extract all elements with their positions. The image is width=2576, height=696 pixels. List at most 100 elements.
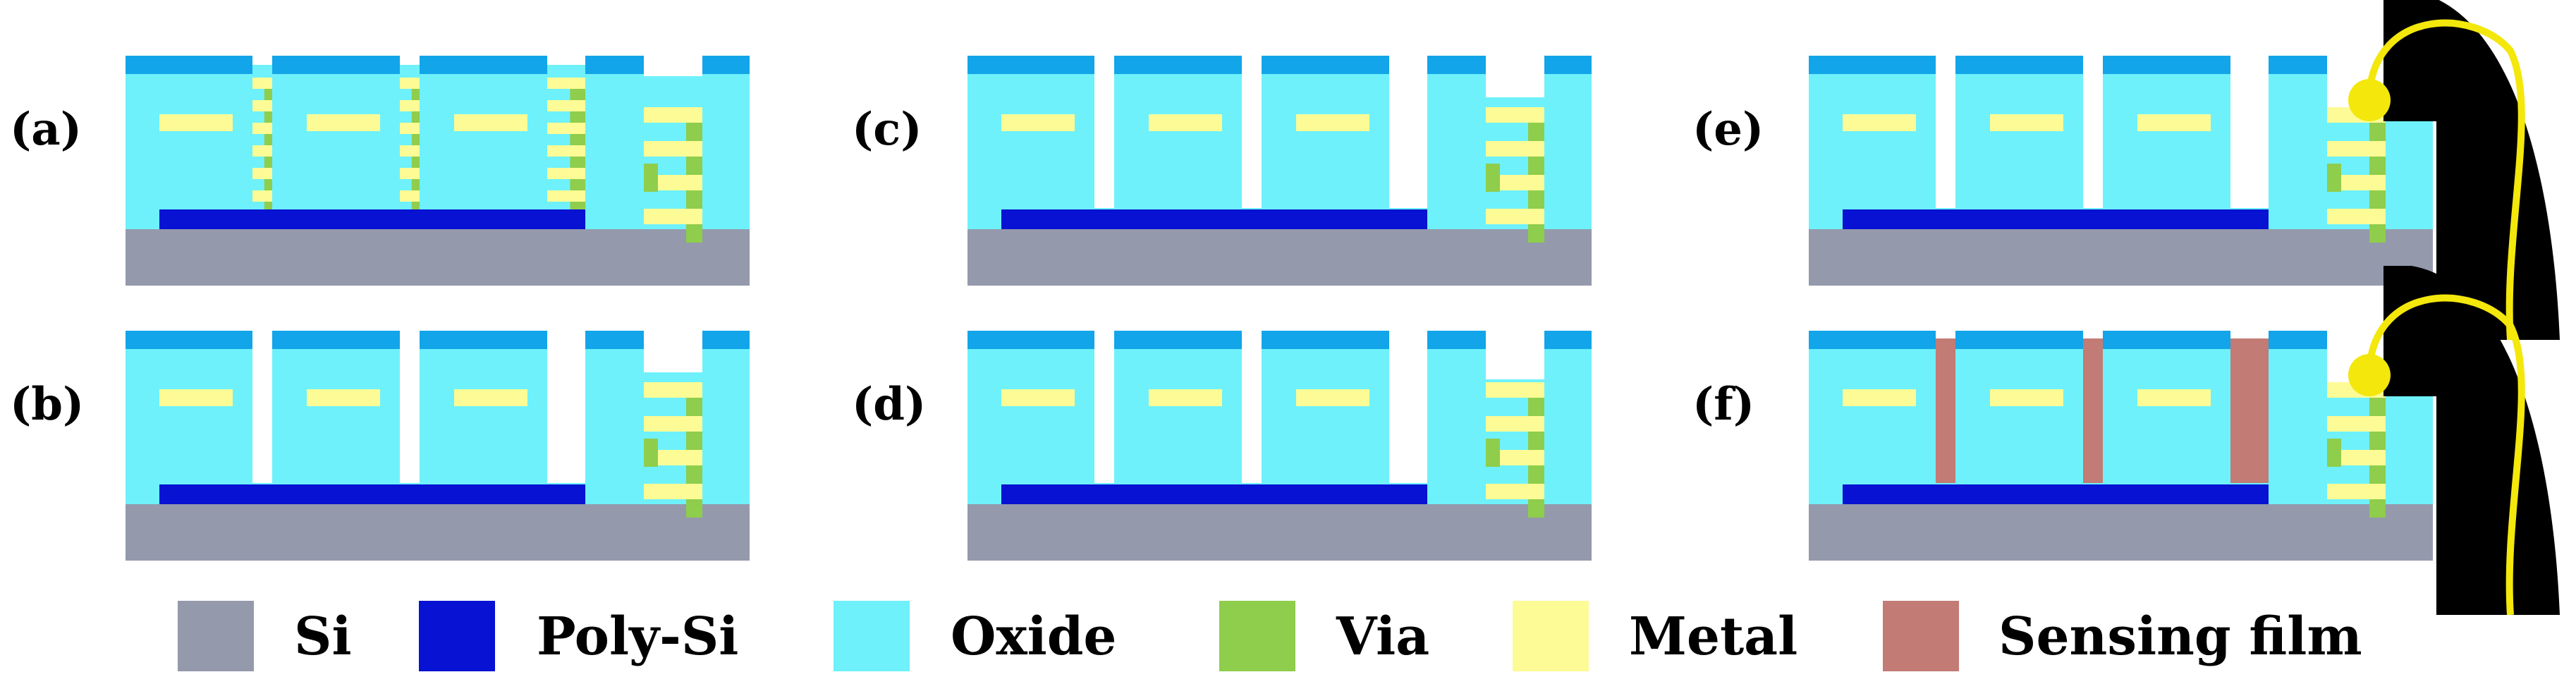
via-stack-metal [400, 123, 420, 134]
passivation-cap [1262, 56, 1389, 74]
contact-via [686, 432, 702, 450]
passivation-cap [1114, 56, 1242, 74]
contact-via [686, 123, 702, 141]
si-substrate [1809, 229, 2433, 286]
contact-metal [644, 209, 702, 224]
trench-opening [1242, 338, 1262, 483]
trench-opening [1094, 63, 1114, 208]
via-stack-via [411, 157, 420, 168]
contact-via [686, 224, 702, 243]
via-stack-metal [252, 190, 272, 202]
passivation-cap [272, 56, 400, 74]
contact-metal [2327, 141, 2386, 157]
cross-section-a [126, 55, 750, 286]
metal-line [2137, 389, 2211, 406]
contact-via-left [644, 439, 658, 467]
metal-line [1149, 389, 1222, 406]
via-stack-metal [547, 190, 585, 202]
sensing-film [2230, 338, 2269, 483]
trench-opening [252, 338, 272, 483]
contact-via [686, 157, 702, 175]
passivation-cap [1544, 331, 1592, 349]
via-stack-via [264, 157, 272, 168]
contact-metal [644, 484, 702, 499]
passivation-cap [420, 331, 547, 349]
passivation-cap [420, 56, 547, 74]
contact-opening [644, 330, 702, 372]
legend-label-metal: Metal [1629, 606, 1797, 667]
passivation-cap [126, 331, 252, 349]
contact-metal [1486, 382, 1544, 398]
legend-label-sensing-film: Sensing film [1998, 606, 2362, 667]
passivation-cap [1427, 56, 1486, 74]
metal-line [159, 389, 233, 406]
contact-via-left [644, 164, 658, 192]
metal-line [1843, 114, 1916, 131]
passivation-cap [1114, 331, 1242, 349]
metal-line [1990, 114, 2063, 131]
passivation-cap [1809, 331, 1936, 349]
poly-si-electrode [159, 209, 585, 229]
metal-line [1843, 389, 1916, 406]
via-stack-via [411, 179, 420, 190]
via-stack-via [411, 111, 420, 123]
passivation-cap [585, 331, 644, 349]
contact-via [686, 398, 702, 416]
contact-metal [1486, 209, 1544, 224]
poly-si-electrode [159, 484, 585, 504]
contact-metal [2327, 416, 2386, 432]
panel-label-f: (f) [1692, 378, 1754, 431]
via-stack-via [570, 111, 585, 123]
legend: Si Poly-Si Oxide Via Metal Sensing film [178, 601, 2362, 671]
contact-metal [1486, 175, 1544, 190]
poly-si-electrode [1843, 484, 2269, 504]
via-stack-metal [400, 168, 420, 179]
via-stack-metal [252, 168, 272, 179]
contact-metal [644, 141, 702, 157]
contact-metal [2327, 209, 2386, 224]
via-stack-via [264, 202, 272, 213]
via-stack-via [264, 111, 272, 123]
via-stack-via [570, 157, 585, 168]
via-stack-metal [547, 78, 585, 89]
via-stack-via [264, 134, 272, 145]
contact-via [1528, 157, 1544, 175]
via-stack-metal [400, 145, 420, 157]
sensing-film [2083, 338, 2103, 483]
metal-line [454, 389, 527, 406]
via-stack-metal [400, 78, 420, 89]
metal-line [1296, 114, 1369, 131]
legend-swatch-sensing-film [1883, 601, 1959, 671]
passivation-cap [702, 56, 750, 74]
contact-via-left [1486, 164, 1500, 192]
passivation-cap [2269, 331, 2327, 349]
metal-line [1001, 389, 1075, 406]
contact-metal [1486, 484, 1544, 499]
legend-swatch-metal [1513, 601, 1589, 671]
trench-opening [1389, 338, 1427, 483]
contact-via [686, 190, 702, 209]
via-stack-metal [252, 145, 272, 157]
via-stack-via [411, 202, 420, 213]
panel-label-b: (b) [10, 378, 84, 431]
via-stack-metal [400, 190, 420, 202]
metal-line [1149, 114, 1222, 131]
contact-opening [1486, 55, 1544, 97]
via-stack-metal [547, 123, 585, 134]
legend-label-si: Si [294, 606, 352, 667]
poly-si-electrode [1843, 209, 2269, 229]
legend-swatch-si [178, 601, 254, 671]
contact-metal [644, 382, 702, 398]
contact-metal [644, 175, 702, 190]
passivation-cap [967, 56, 1094, 74]
contact-metal [644, 450, 702, 465]
passivation-cap [272, 331, 400, 349]
contact-via [2369, 499, 2386, 518]
metal-line [1296, 389, 1369, 406]
contact-metal [1486, 416, 1544, 432]
contact-via [1528, 465, 1544, 484]
legend-swatch-oxide [834, 601, 910, 671]
metal-line [159, 114, 233, 131]
metal-line [1990, 389, 2063, 406]
via-stack-via [570, 179, 585, 190]
